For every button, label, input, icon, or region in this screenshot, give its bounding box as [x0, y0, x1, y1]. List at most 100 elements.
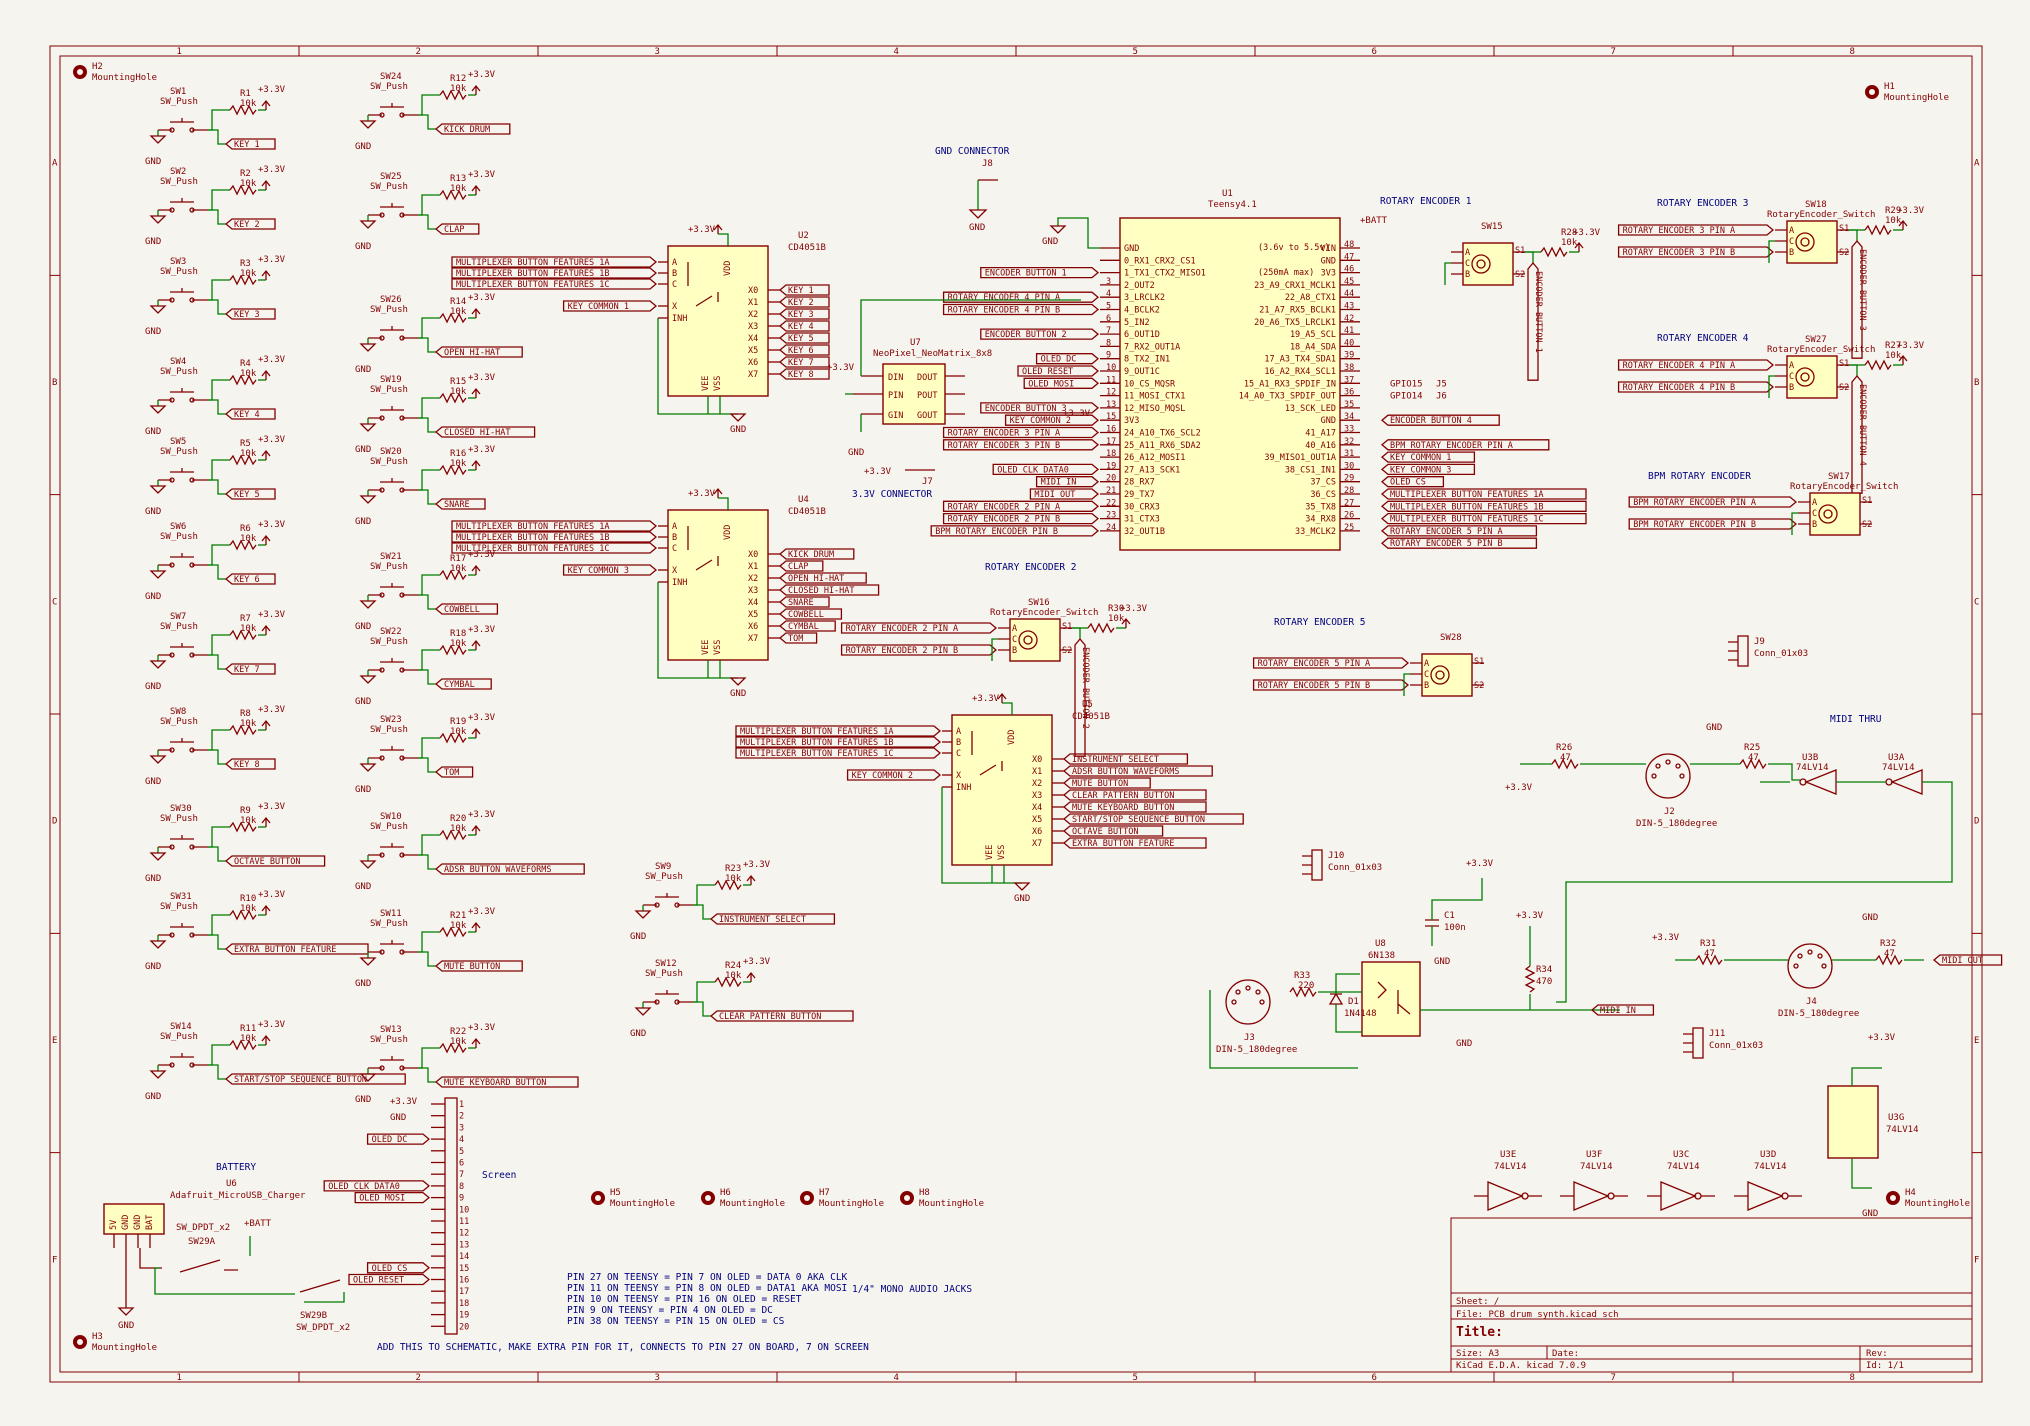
encoder-knob: [1795, 232, 1815, 252]
hole-value: MountingHole: [720, 1199, 785, 1209]
connector-body: [1692, 1027, 1704, 1059]
label-text: OLED MOSI: [359, 1194, 405, 1204]
label-flag: [778, 596, 830, 608]
gnd-label: GND: [355, 785, 371, 795]
label-flag: [980, 402, 1100, 414]
teensy-pin-name: 4_BCLK2: [1124, 306, 1160, 316]
vee-label: VEE: [701, 640, 711, 655]
global-label: ROTARY ENCODER 5 PIN A: [1380, 525, 1538, 537]
label-flag: [434, 603, 499, 615]
label-flag: [1628, 496, 1798, 508]
wire: [208, 109, 230, 131]
teensy-pin-name: 7_RX2_OUT1A: [1124, 342, 1180, 352]
v33-label: +3.3V: [1897, 341, 1925, 351]
resistor-value: 10k: [240, 816, 257, 826]
power-symbol: [261, 816, 271, 827]
wire: [208, 544, 230, 566]
pin-number: 12: [1106, 388, 1116, 398]
global-label: OCTAVE BUTTON: [224, 855, 326, 867]
resistor-ref: R9: [240, 806, 251, 816]
encoder-pin-label: B: [1012, 646, 1017, 656]
label-text: KEY COMMON 1: [1390, 453, 1451, 463]
title-label: Title:: [1456, 1325, 1503, 1340]
label-text: KEY 3: [788, 310, 814, 320]
label-flag: [224, 218, 276, 230]
gnd-label: GND: [145, 592, 161, 602]
label-text: ROTARY ENCODER 3 PIN B: [948, 441, 1061, 451]
wire: [418, 757, 436, 773]
label-flag: [434, 863, 585, 875]
global-label: ROTARY ENCODER 5 PIN B: [1252, 679, 1410, 691]
col-tick: 2: [416, 1373, 421, 1383]
hole-ref: H5: [610, 1188, 621, 1198]
size-label: Size: A3: [1456, 1349, 1499, 1359]
wire: [418, 1047, 440, 1069]
vdd-label: VDD: [1007, 730, 1017, 745]
power-symbol: [261, 449, 271, 460]
teensy-pin-name: 15_A1_RX3_SPDIF_IN: [1244, 379, 1336, 389]
label-text: MULTIPLEXER BUTTON FEATURES 1A: [456, 522, 610, 532]
switch-symbol: [158, 468, 208, 481]
label-flag: [354, 1191, 431, 1204]
gnd-symbol: [1049, 225, 1067, 234]
gnd-symbol: [149, 755, 167, 764]
hole-center: [77, 1339, 83, 1345]
row-tick: C: [52, 597, 57, 607]
label-text: KEY COMMON 3: [568, 566, 629, 576]
label-text: ADSR BUTTON WAVEFORMS: [444, 865, 551, 875]
col-tick: 4: [894, 47, 899, 57]
teensy-pin-name: 14_A0_TX3_SPDIF_OUT: [1239, 392, 1336, 402]
global-label: MIDI IN: [1590, 1004, 1655, 1016]
wire: [208, 1064, 226, 1080]
global-label: CLOSED HI-HAT: [778, 584, 880, 596]
resistor-symbol: [439, 1042, 467, 1054]
global-label: ROTARY ENCODER 2 PIN A: [840, 622, 998, 634]
label-flag: [366, 1133, 431, 1145]
hole-value: MountingHole: [1884, 93, 1949, 103]
resistor-ref: R8: [240, 709, 251, 719]
wire: [208, 279, 230, 301]
switch-contact: [189, 1062, 195, 1068]
global-label: MULTIPLEXER BUTTON FEATURES 1C: [451, 278, 658, 290]
resistor-ref: R21: [450, 911, 466, 921]
gnd-symbol: [359, 600, 377, 609]
switch-contact: [169, 844, 175, 850]
u3g-body: [1827, 1085, 1879, 1159]
encoder-body: [1421, 653, 1473, 697]
connector-value: Conn_01x03: [1754, 649, 1808, 659]
label-text: KEY 1: [234, 140, 260, 150]
encoder-pin-label: B: [1812, 520, 1817, 530]
gnd-symbol: [359, 120, 377, 129]
switch-contact: [399, 212, 405, 218]
resistor-symbol: [439, 926, 467, 938]
label-text: ROTARY ENCODER 5 PIN B: [1258, 681, 1371, 691]
rotary-encoder: ROTARY ENCODER 1SW15ACBS1S2R2810k+3.3VEN…: [1380, 196, 1601, 381]
wire: [418, 854, 436, 870]
pin-number: 44: [1344, 289, 1354, 299]
encoder-ref: SW16: [1028, 598, 1050, 608]
v33-label: +3.3V: [258, 355, 286, 365]
teensy-pin-name: GND: [1321, 416, 1336, 426]
teensy-pin-name: 27_A13_SCK1: [1124, 465, 1180, 475]
resistor-symbol: [229, 909, 257, 921]
wire: [208, 634, 230, 656]
row-tick: B: [1974, 378, 1979, 388]
resistor-ref: R33: [1294, 971, 1310, 981]
label-text: OCTAVE BUTTON: [234, 857, 301, 867]
pin-number: 26: [1344, 511, 1354, 521]
encoder-pin-label: B: [1424, 681, 1429, 691]
din-pin: [1235, 989, 1241, 995]
switch-symbol: [158, 738, 208, 751]
mux-pin-name: C: [672, 280, 677, 290]
label-text: ROTARY ENCODER 5 PIN B: [1390, 539, 1503, 549]
wire: [418, 317, 440, 339]
encoder-body: [1786, 220, 1838, 264]
gnd-label: GND: [1862, 1209, 1878, 1219]
label-flag: [1380, 439, 1550, 451]
